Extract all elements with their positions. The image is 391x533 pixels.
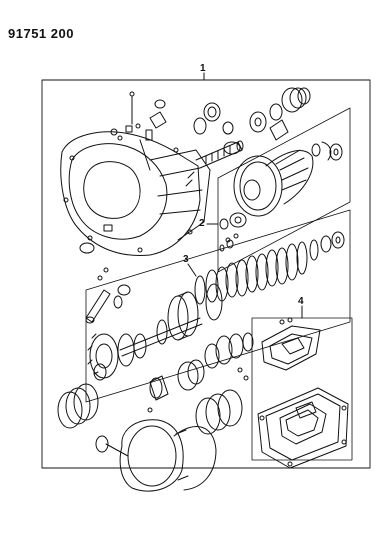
rear-band-drum [57, 383, 243, 492]
kit-outline-4 [251, 317, 353, 461]
transmission-case [60, 131, 211, 257]
diagram-reference-number: 91751 200 [8, 26, 74, 41]
clutch-plates [194, 231, 345, 305]
oil-pump [219, 149, 314, 243]
callout-4: 4 [298, 296, 304, 307]
callout-1: 1 [200, 63, 206, 74]
pump-seals [193, 87, 343, 161]
manual-lever [85, 267, 131, 324]
small-parts-top [110, 91, 195, 187]
kit-outline-1 [41, 79, 371, 469]
output-gears [147, 332, 254, 413]
oil-pan-filter [257, 317, 349, 469]
input-shaft [195, 140, 244, 169]
kit-outline-2 [217, 107, 351, 273]
planetary-gearset [87, 333, 147, 381]
clutch-drum [119, 283, 223, 357]
leader-3 [187, 263, 197, 277]
kit-outline-3 [85, 209, 351, 403]
